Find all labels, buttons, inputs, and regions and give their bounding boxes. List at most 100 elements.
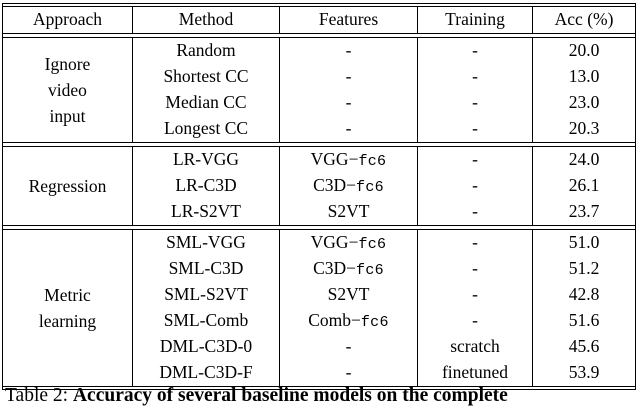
table-row: DML-C3D-0 - scratch 45.6 <box>3 334 637 360</box>
cell-training: - <box>417 173 533 199</box>
cell-features: C3D−fc6 <box>279 256 418 282</box>
results-table: Approach Method Features Training Acc (%… <box>1 3 637 390</box>
cell-training: - <box>417 308 533 334</box>
features-main: S2VT <box>327 201 370 221</box>
features-separator: − <box>348 149 359 169</box>
cell-accuracy: 42.8 <box>531 282 637 308</box>
cell-features: S2VT <box>279 282 418 308</box>
features-main: S2VT <box>327 284 370 304</box>
column-header-features: Features <box>279 6 418 34</box>
cell-training: - <box>417 64 533 90</box>
table-row: LR-C3D C3D−fc6 - 26.1 <box>3 173 637 199</box>
features-main: C3D <box>313 258 347 278</box>
cell-method: SML-Comb <box>132 308 280 334</box>
cell-accuracy: 20.3 <box>531 116 637 143</box>
cell-training: - <box>417 229 533 256</box>
cell-training: - <box>417 146 533 173</box>
cell-features: - <box>279 37 418 64</box>
table-row: Regression LR-VGG VGG−fc6 - 24.0 <box>2 146 637 226</box>
table-row: Shortest CC - - 13.0 <box>3 64 637 90</box>
cell-accuracy: 51.6 <box>531 308 637 334</box>
cell-training: - <box>417 199 533 226</box>
features-layer: fc6 <box>360 314 389 331</box>
features-separator: − <box>351 310 361 330</box>
cell-accuracy-best: 53.9 <box>531 360 637 387</box>
cell-accuracy: 26.1 <box>531 173 637 199</box>
cell-method: DML-C3D-0 <box>132 334 280 360</box>
cell-accuracy: 24.0 <box>531 146 637 173</box>
features-main: - <box>345 66 352 87</box>
column-header-method: Method <box>132 6 280 34</box>
table-row: DML-C3D-F - finetuned 53.9 <box>3 360 637 387</box>
features-main: - <box>345 118 352 139</box>
group-label-regression: Regression <box>2 146 133 226</box>
features-main: C3D <box>313 175 347 195</box>
group-label-line: input <box>49 106 86 126</box>
features-main: - <box>345 92 352 113</box>
features-main: - <box>345 362 352 383</box>
cell-accuracy: 13.0 <box>531 64 637 90</box>
cell-method: Median CC <box>132 90 280 116</box>
cell-features: VGG−fc6 <box>279 146 418 173</box>
cell-features: - <box>279 64 418 90</box>
cell-accuracy: 20.0 <box>531 37 637 64</box>
table-row: SML-S2VT S2VT - 42.8 <box>3 282 637 308</box>
group-label-line: learning <box>38 311 97 331</box>
cell-features: C3D−fc6 <box>279 173 418 199</box>
column-header-approach: Approach <box>2 6 133 34</box>
cell-method: SML-VGG <box>132 229 280 256</box>
caption-text: Accuracy of several baseline models on t… <box>72 385 508 406</box>
table-header-row: Approach Method Features Training Acc (%… <box>2 6 637 34</box>
results-table-body: Approach Method Features Training Acc (%… <box>1 3 637 390</box>
group-label-line: video <box>48 80 87 100</box>
cell-method: DML-C3D-F <box>132 360 280 387</box>
cell-method: SML-C3D <box>132 256 280 282</box>
cell-features: S2VT <box>279 199 418 226</box>
table-top-rule <box>1 3 637 7</box>
cell-training: - <box>417 37 533 64</box>
cell-method: SML-S2VT <box>132 282 280 308</box>
cell-accuracy: 23.0 <box>531 90 637 116</box>
table-row: Metric learning SML-VGG VGG−fc6 - 51.0 <box>2 229 637 387</box>
table-row: SML-C3D C3D−fc6 - 51.2 <box>3 256 637 282</box>
features-main: - <box>345 336 352 357</box>
cell-training: finetuned <box>417 360 533 387</box>
cell-accuracy: 23.7 <box>531 199 637 226</box>
table-bottom-rule <box>1 386 637 390</box>
cell-method: Longest CC <box>132 116 280 143</box>
cell-features: - <box>279 334 418 360</box>
group-label-line: Ignore <box>44 54 91 74</box>
cell-accuracy: 45.6 <box>531 334 637 360</box>
cell-training: - <box>417 90 533 116</box>
features-main: VGG <box>310 232 349 252</box>
features-layer: fc6 <box>358 153 387 170</box>
table-row: Ignore video input Random - - 20.0 <box>2 37 637 143</box>
cell-training: - <box>417 256 533 282</box>
cell-features: - <box>279 90 418 116</box>
features-layer: fc6 <box>358 236 387 253</box>
cell-training: - <box>417 282 533 308</box>
cell-training: scratch <box>417 334 533 360</box>
column-header-training: Training <box>417 6 533 34</box>
cell-method: Shortest CC <box>132 64 280 90</box>
features-separator: − <box>348 232 359 252</box>
column-header-acc: Acc (%) <box>531 6 637 34</box>
cell-features: - <box>279 360 418 387</box>
group-separator-rule <box>1 225 637 230</box>
group-label-line: Metric <box>44 285 91 305</box>
cell-features: VGG−fc6 <box>279 229 418 256</box>
table-row: Longest CC - - 20.3 <box>3 116 637 143</box>
cell-method: Random <box>132 37 280 64</box>
caption-label: Table 2: <box>5 385 69 406</box>
table-row: SML-Comb Comb−fc6 - 51.6 <box>3 308 637 334</box>
group-label-metric-learning: Metric learning <box>2 229 133 387</box>
features-separator: − <box>346 258 357 278</box>
group-label-line: Regression <box>28 176 107 196</box>
features-main: VGG <box>310 149 349 169</box>
table-caption: Table 2: Accuracy of several baseline mo… <box>5 383 640 409</box>
group-label-ignore-video-input: Ignore video input <box>2 37 133 143</box>
cell-features: Comb−fc6 <box>279 308 418 334</box>
features-layer: fc6 <box>356 179 384 196</box>
features-main: Comb <box>308 310 351 330</box>
